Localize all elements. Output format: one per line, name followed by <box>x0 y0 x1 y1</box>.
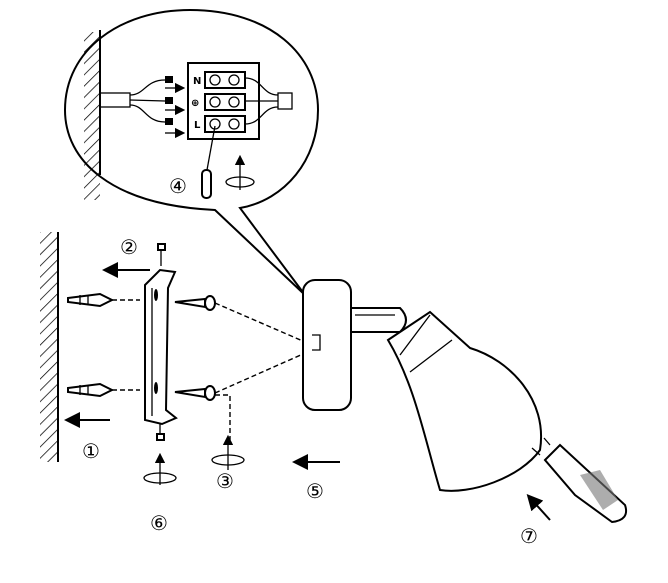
terminal-label-l: L <box>194 120 201 131</box>
wall <box>40 232 59 462</box>
wiring-detail-callout: N ⊕ L ④ <box>63 8 320 296</box>
terminal-label-earth: ⊕ <box>191 98 199 109</box>
mounting-bracket <box>144 268 178 426</box>
step-1-label: ① <box>82 439 100 463</box>
step-2-label: ② <box>120 235 138 259</box>
step-3-label: ③ <box>216 469 234 493</box>
arrow-step-7 <box>526 494 551 521</box>
wall-hatch <box>84 32 100 200</box>
lamp-base <box>302 279 407 411</box>
rotate-icon-6 <box>143 472 177 484</box>
bracket-screw-top <box>157 243 166 266</box>
g9-bulb <box>531 437 628 524</box>
step-6-label: ⑥ <box>150 511 168 535</box>
wood-screw-top <box>174 295 216 311</box>
wood-screw-bottom <box>174 385 216 401</box>
screwdriver-icon <box>201 169 212 199</box>
rotate-icon-3 <box>211 454 245 466</box>
terminal-label-n: N <box>193 76 201 87</box>
wall-plug-top <box>67 292 115 308</box>
step-4-label: ④ <box>169 174 187 198</box>
lamp-shade <box>386 310 543 492</box>
rotate-icon <box>225 176 255 188</box>
bracket-screw-bottom <box>156 424 165 441</box>
step-7-label: ⑦ <box>520 524 538 548</box>
terminal-screws <box>209 74 240 130</box>
step-5-label: ⑤ <box>306 479 324 503</box>
wall-plug-bottom <box>67 382 115 398</box>
